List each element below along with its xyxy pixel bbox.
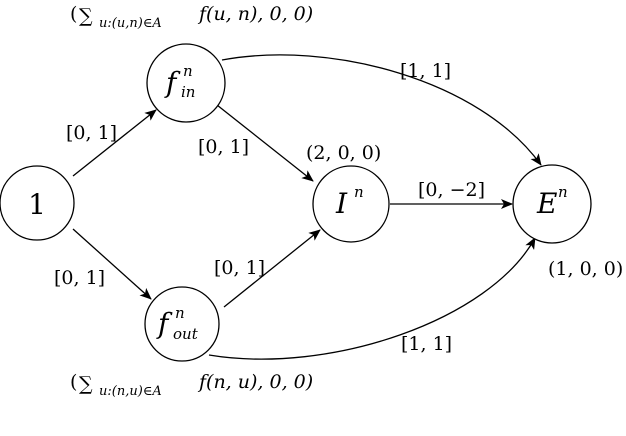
node-E-base: E — [536, 187, 557, 220]
edge-fout-to-I — [223, 229, 321, 308]
E-value-annotation: (1, 0, 0) — [548, 258, 623, 280]
f-in-annotation-sum-sub: u:(u,n)∈A — [99, 16, 162, 31]
node-f-out-sup: n — [175, 304, 185, 322]
f-in-annotation-expr: f(u, n), 0, 0) — [197, 3, 313, 25]
label-I-to-E: [0, −2] — [418, 179, 485, 201]
f-out-annotation-expr: f(n, u), 0, 0) — [197, 371, 313, 393]
node-I-sup: n — [354, 183, 364, 201]
edge-fout-to-E — [208, 237, 536, 360]
edge-1-to-fout — [72, 228, 152, 300]
node-f-out-sub: out — [173, 325, 199, 343]
node-I: I n — [312, 165, 390, 243]
node-f-in-sub: in — [181, 83, 195, 101]
label-fin-to-E: [1, 1] — [400, 60, 451, 82]
node-I-base: I — [335, 187, 348, 220]
node-one: 1 — [0, 165, 75, 241]
f-out-value-annotation: ( ∑ u:(n,u)∈A f(n, u), 0, 0) — [70, 371, 313, 399]
node-E: E n — [512, 164, 592, 244]
node-E-sup: n — [558, 183, 568, 201]
f-in-value-annotation: ( ∑ u:(u,n)∈A f(u, n), 0, 0) — [70, 3, 313, 31]
f-out-annotation-sum: ∑ — [79, 373, 93, 395]
label-fin-to-I: [0, 1] — [198, 136, 249, 158]
f-out-annotation-open: ( — [70, 371, 77, 393]
node-f-in: f n in — [146, 43, 226, 123]
label-fout-to-I: [0, 1] — [214, 257, 265, 279]
edge-fin-to-E — [221, 54, 542, 166]
node-one-label: 1 — [28, 188, 46, 221]
label-1-to-fin: [0, 1] — [66, 122, 117, 144]
node-f-in-sup: n — [183, 62, 193, 80]
label-1-to-fout: [0, 1] — [54, 267, 105, 289]
I-value-annotation: (2, 0, 0) — [306, 142, 381, 164]
f-in-annotation-open: ( — [70, 3, 77, 25]
edge-fin-to-I — [216, 104, 314, 182]
label-fout-to-E: [1, 1] — [401, 333, 452, 355]
node-f-out: f n out — [144, 286, 220, 362]
f-out-annotation-sum-sub: u:(n,u)∈A — [99, 384, 162, 399]
f-in-annotation-sum: ∑ — [79, 5, 93, 27]
edge-1-to-fin — [72, 109, 157, 177]
